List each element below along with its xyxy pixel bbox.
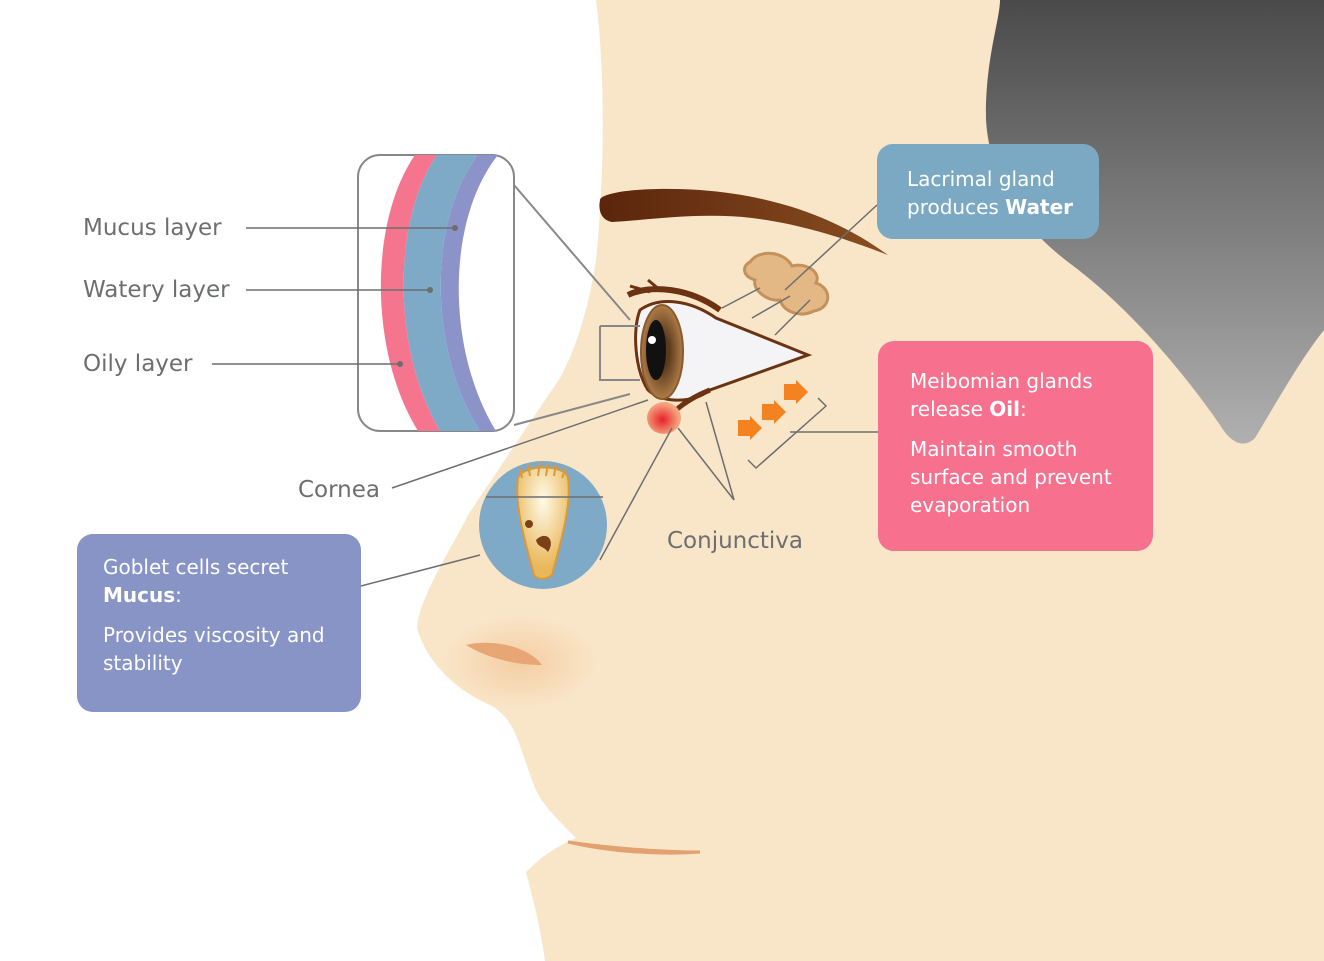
meibomian-arrows <box>738 380 808 440</box>
mucus-layer-label: Mucus layer <box>83 215 222 241</box>
goblet-cells-box: Goblet cells secret Mucus: Provides visc… <box>77 534 361 712</box>
lacrimal-line2: produces Water <box>907 195 1074 219</box>
hair-shape <box>985 0 1324 444</box>
oily-layer-label: Oily layer <box>83 351 193 377</box>
tear-film-zoom <box>357 154 515 432</box>
conjunctiva-label: Conjunctiva <box>667 528 804 554</box>
lacrimal-gland-box: Lacrimal gland produces Water <box>877 144 1099 239</box>
caruncle <box>647 402 681 434</box>
goblet-line2: Mucus: <box>103 583 182 607</box>
nostril <box>466 642 542 665</box>
mouth-line <box>567 840 701 855</box>
goblet-desc2: stability <box>103 651 183 675</box>
eyebrow <box>599 188 888 255</box>
watery-layer-label: Watery layer <box>83 277 230 303</box>
lacrimal-gland <box>721 251 830 336</box>
cornea-label: Cornea <box>298 477 381 503</box>
goblet-cell <box>479 461 607 589</box>
meibomian-bracket <box>747 397 828 470</box>
goblet-desc1: Provides viscosity and <box>103 623 325 647</box>
goblet-line1: Goblet cells secret <box>103 555 289 579</box>
meibomian-desc3: evaporation <box>910 493 1031 517</box>
meibomian-line2: release Oil: <box>910 397 1027 421</box>
meibomian-desc2: surface and prevent <box>910 465 1112 489</box>
meibomian-line1: Meibomian glands <box>910 369 1093 393</box>
eye <box>626 278 813 434</box>
meibomian-desc1: Maintain smooth <box>910 437 1078 461</box>
meibomian-glands-box: Meibomian glands release Oil: Maintain s… <box>878 341 1153 551</box>
lacrimal-line1: Lacrimal gland <box>907 167 1055 191</box>
